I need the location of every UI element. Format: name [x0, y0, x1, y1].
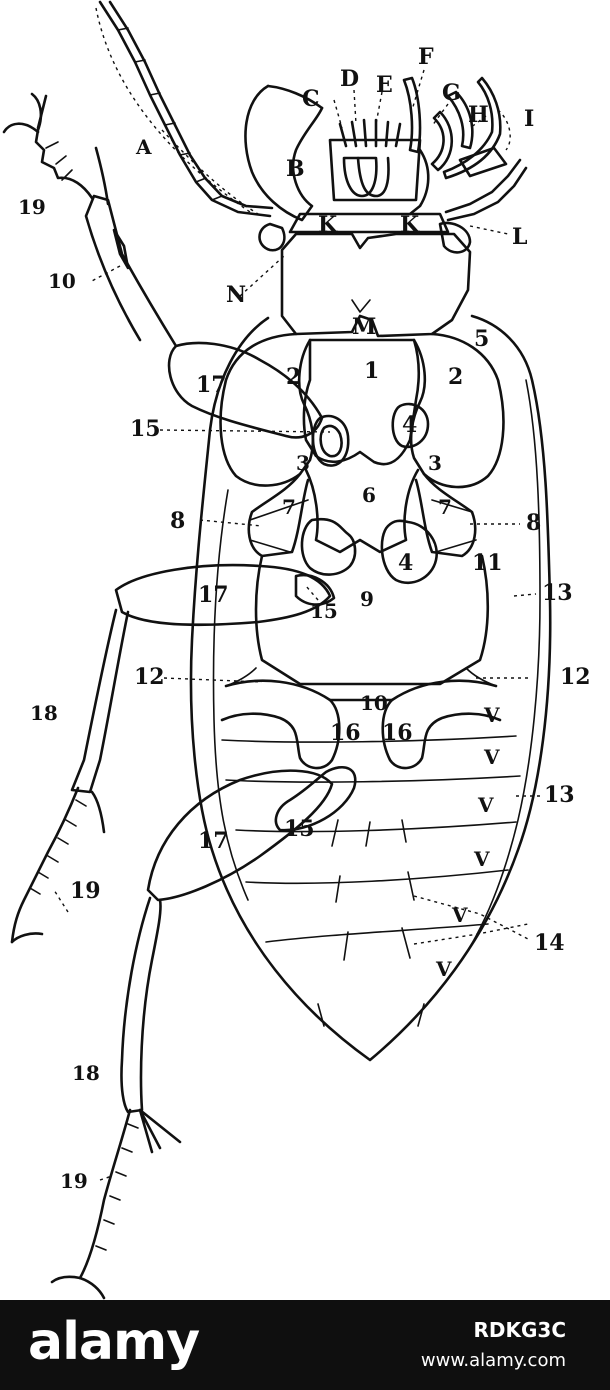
- label-12-left: 12: [134, 664, 165, 690]
- label-M: M: [352, 314, 376, 340]
- label-E: E: [376, 72, 393, 98]
- label-19-hind: 19: [60, 1169, 88, 1193]
- label-V-6: V: [435, 957, 452, 981]
- label-17-middle: 17: [198, 582, 229, 608]
- label-F: F: [418, 44, 434, 70]
- label-7-right: 7: [438, 495, 452, 519]
- label-6: 6: [362, 483, 376, 507]
- label-18-middle: 18: [30, 701, 58, 725]
- label-V-1: V: [483, 703, 500, 727]
- label-5: 5: [474, 326, 489, 352]
- head: [244, 76, 508, 254]
- watermark-url: www.alamy.com: [420, 1350, 566, 1371]
- label-L: L: [512, 224, 527, 250]
- label-B: B: [286, 156, 305, 182]
- abdominal-sternites: [221, 735, 521, 1027]
- leader-lines: [53, 7, 540, 1181]
- antenna-right: [444, 158, 528, 222]
- label-8-left: 8: [170, 508, 185, 534]
- label-V-5: V: [451, 903, 468, 927]
- front-leg: [2, 92, 324, 439]
- label-D: D: [340, 66, 359, 92]
- label-13-lower: 13: [544, 782, 575, 808]
- label-V-4: V: [473, 847, 490, 871]
- label-10-plate: 10: [360, 691, 388, 715]
- image-id: RDKG3C: [473, 1318, 566, 1342]
- label-14: 14: [534, 930, 565, 956]
- label-V-2: V: [483, 745, 500, 769]
- body-outline: [189, 314, 552, 1062]
- label-11: 11: [472, 550, 503, 576]
- label-15-middle: 15: [310, 599, 338, 623]
- label-4-upper: 4: [402, 412, 417, 438]
- label-10-leg: 10: [48, 269, 76, 293]
- label-2-left: 2: [286, 364, 301, 390]
- label-H: H: [468, 102, 489, 128]
- label-3-right: 3: [428, 451, 442, 475]
- label-I: I: [524, 106, 534, 132]
- label-G: G: [442, 80, 461, 106]
- label-K-left: K: [318, 212, 338, 238]
- label-A: A: [135, 135, 152, 159]
- label-1: 1: [364, 358, 379, 384]
- label-4-lower: 4: [398, 550, 413, 576]
- label-12-right: 12: [560, 664, 591, 690]
- letter-labels: A B C D E F G H I K K L M N: [135, 44, 534, 340]
- label-13-upper: 13: [542, 580, 573, 606]
- middle-leg: [10, 563, 336, 944]
- label-19-front: 19: [18, 195, 46, 219]
- label-15-upper: 15: [130, 416, 161, 442]
- label-2-right: 2: [448, 364, 463, 390]
- label-K-right: K: [400, 212, 420, 238]
- label-7-left: 7: [282, 495, 296, 519]
- label-18-hind: 18: [72, 1061, 100, 1085]
- watermark-bar: alamy RDKG3C www.alamy.com: [0, 1300, 610, 1390]
- diagram-canvas: A B C D E F G H I K K L M N 1 2 2 3 3 4 …: [2, 0, 591, 1300]
- label-15-lower: 15: [284, 816, 315, 842]
- hind-leg: [50, 766, 357, 1300]
- number-labels: 1 2 2 3 3 4 4 5 6 7 7 8 8 9 10 10 11 12 …: [18, 195, 591, 1193]
- antenna-left: [98, 0, 274, 218]
- label-N: N: [226, 282, 246, 308]
- label-16-right: 16: [382, 720, 413, 746]
- label-9: 9: [360, 587, 374, 611]
- alamy-logo: alamy: [28, 1312, 200, 1372]
- ventral-labels: V V V V V V: [435, 703, 500, 981]
- label-19-middle: 19: [70, 878, 101, 904]
- label-17-hind: 17: [198, 828, 229, 854]
- beetle-ventral-diagram: A B C D E F G H I K K L M N 1 2 2 3 3 4 …: [2, 0, 591, 1300]
- label-3-left: 3: [296, 451, 310, 475]
- label-C: C: [302, 86, 320, 112]
- label-8-right: 8: [526, 510, 541, 536]
- label-17-front: 17: [196, 372, 227, 398]
- label-16-left: 16: [330, 720, 361, 746]
- thorax-plates: [219, 332, 505, 686]
- prothorax: [280, 232, 472, 338]
- label-V-3: V: [477, 793, 494, 817]
- hind-coxae: [220, 667, 502, 770]
